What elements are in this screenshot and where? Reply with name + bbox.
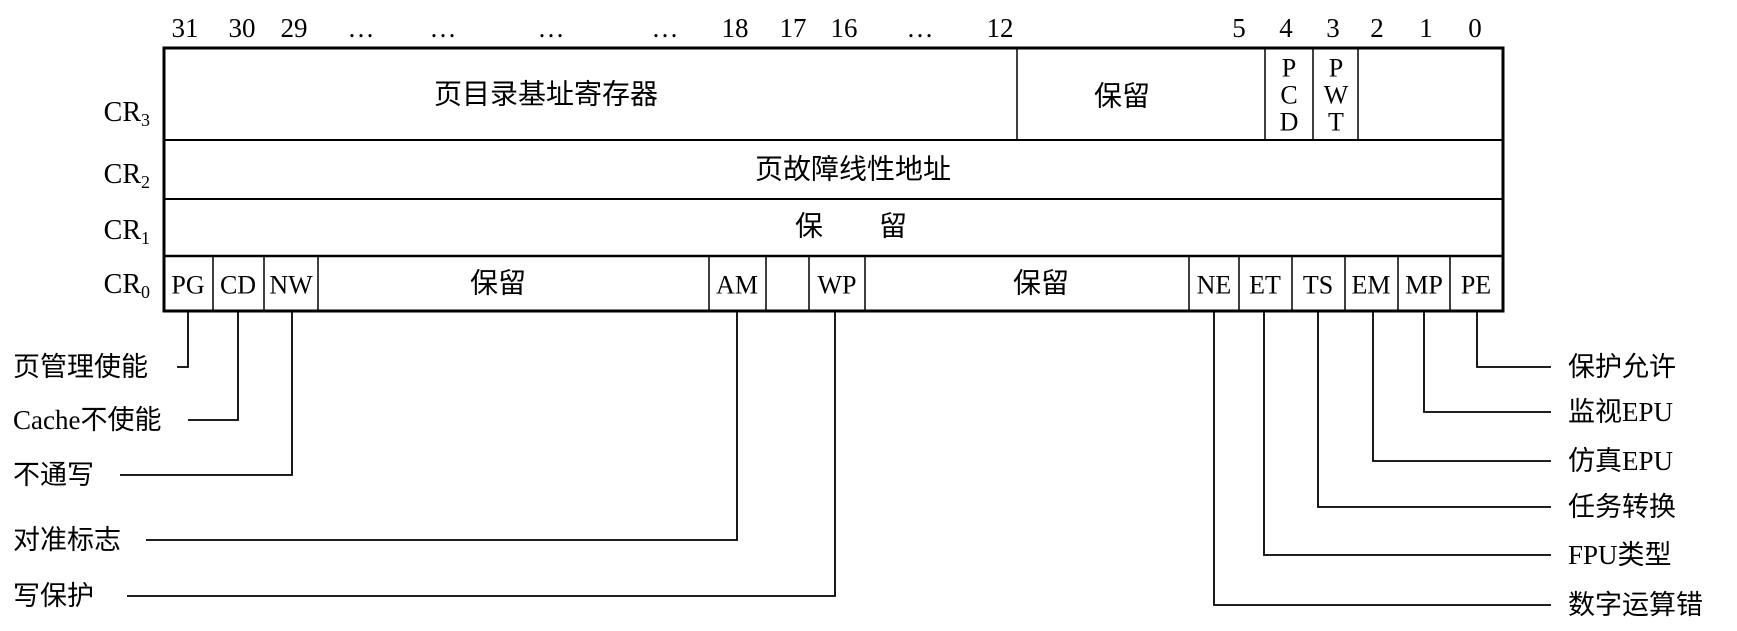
cr0-row: PG CD NW 保留 AM WP 保留 NE ET TS EM MP PE — [171, 256, 1491, 311]
bit-18: 18 — [722, 13, 749, 43]
label-write-protect: 写保护 — [13, 581, 94, 611]
label-numeric-error: 数字运算错 — [1568, 590, 1703, 620]
cr0-nw: NW — [269, 271, 313, 300]
bit-29: 29 — [281, 13, 308, 43]
cr3-reserved: 保留 — [1094, 81, 1150, 113]
bit-ellipsis: … — [907, 13, 934, 43]
cr3-page-directory-base: 页目录基址寄存器 — [434, 79, 658, 111]
cr0-reserved-high: 保留 — [470, 268, 526, 300]
bit-3: 3 — [1326, 13, 1340, 43]
bit-ellipsis: … — [538, 13, 565, 43]
label-extension-type: FPU类型 — [1568, 540, 1672, 570]
cr3-pwt: W — [1324, 81, 1349, 110]
cr0-ts: TS — [1303, 271, 1333, 300]
label-paging-enable: 页管理使能 — [13, 352, 148, 382]
bit-4: 4 — [1279, 13, 1293, 43]
bit-31: 31 — [172, 13, 199, 43]
bit-17: 17 — [780, 13, 807, 43]
cr0-reserved-low: 保留 — [1013, 268, 1069, 300]
cr3-pcd: P — [1282, 54, 1296, 83]
cr2-page-fault-address: 页故障线性地址 — [755, 154, 951, 186]
cr3-row: 页目录基址寄存器 保留 P C D P W T — [434, 48, 1359, 140]
label-cache-disable: Cache不使能 — [13, 405, 161, 435]
bit-16: 16 — [831, 13, 858, 43]
cr3-pwt: P — [1329, 54, 1343, 83]
cr2-label: CR2 — [104, 159, 150, 193]
label-protection-enable: 保护允许 — [1568, 352, 1676, 382]
bit-ellipsis: … — [348, 13, 375, 43]
cr3-pwt: T — [1328, 108, 1344, 137]
bit-5: 5 — [1232, 13, 1246, 43]
bit-ellipsis: … — [652, 13, 679, 43]
cr0-pg: PG — [171, 271, 204, 300]
label-monitor-coprocessor: 监视EPU — [1568, 397, 1673, 427]
cr0-wp: WP — [818, 271, 857, 300]
cr3-label: CR3 — [104, 97, 150, 131]
bit-ellipsis: … — [430, 13, 457, 43]
label-not-write-through: 不通写 — [13, 460, 94, 490]
cr1-reserved: 保 留 — [795, 211, 907, 243]
cr3-pcd: C — [1280, 81, 1297, 110]
bit-30: 30 — [229, 13, 256, 43]
cr0-mp: MP — [1405, 271, 1443, 300]
left-annotations — [120, 311, 836, 597]
cr1-label: CR1 — [104, 215, 150, 249]
cr0-cd: CD — [220, 271, 256, 300]
bit-0: 0 — [1468, 13, 1482, 43]
bit-numbers: 31 30 29 … … … … 18 17 16 … 12 5 4 3 2 1… — [172, 13, 1482, 43]
label-task-switched: 任务转换 — [1568, 492, 1676, 522]
bit-12: 12 — [987, 13, 1014, 43]
register-box — [162, 46, 1505, 313]
cr3-pcd: D — [1280, 108, 1299, 137]
bit-1: 1 — [1419, 13, 1433, 43]
cr0-ne: NE — [1197, 271, 1232, 300]
cr0-em: EM — [1352, 271, 1391, 300]
cr0-label: CR0 — [104, 269, 150, 303]
right-annotations — [1213, 311, 1551, 606]
cr0-am: AM — [716, 271, 758, 300]
label-alignment-mask: 对准标志 — [13, 525, 121, 555]
cr0-pe: PE — [1461, 271, 1491, 300]
label-emulation: 仿真EPU — [1568, 446, 1673, 476]
cr0-et: ET — [1249, 271, 1281, 300]
bit-2: 2 — [1370, 13, 1384, 43]
